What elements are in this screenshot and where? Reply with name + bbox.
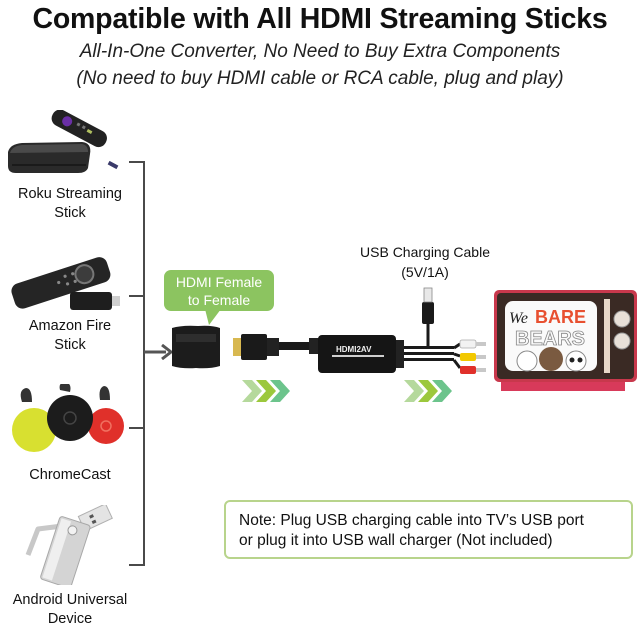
device-chromecast: ChromeCast xyxy=(0,384,140,484)
device-android-universal: Android Universal Device xyxy=(0,505,140,625)
bracket-tick-android xyxy=(129,564,144,566)
page-title: Compatible with All HDMI Streaming Stick… xyxy=(32,3,608,35)
subtitle-line-2: (No need to buy HDMI cable or RCA cable,… xyxy=(76,68,564,89)
note-line-2: or plug it into USB wall charger (Not in… xyxy=(239,532,553,549)
device-roku: Roku Streaming Stick xyxy=(0,110,140,225)
callout-line-2: to Female xyxy=(187,292,251,308)
svg-text:HDMI2AV: HDMI2AV xyxy=(336,345,372,354)
bracket-vertical-line xyxy=(143,161,145,566)
retro-tv-icon: We BARE BEARS xyxy=(494,290,637,391)
roku-streaming-stick-icon xyxy=(8,110,119,173)
subtitle-line-1: All-In-One Converter, No Need to Buy Ext… xyxy=(79,41,561,62)
hdmi-coupler-icon xyxy=(172,325,220,369)
device-label-fire-2: Stick xyxy=(54,337,86,353)
chevron-arrows-icon-2 xyxy=(404,380,452,402)
usb-flash-drive-icon xyxy=(25,505,113,585)
device-label-android-2: Device xyxy=(47,611,93,625)
note-line-1: Note: Plug USB charging cable into TV’s … xyxy=(239,512,584,529)
callout-tail xyxy=(205,309,221,325)
note-box: Note: Plug USB charging cable into TV’s … xyxy=(224,500,633,559)
usb-cable-label: USB Charging Cable (5V/1A) xyxy=(340,242,510,282)
amazon-fire-stick-icon xyxy=(11,257,120,310)
device-label-android-1: Android Universal xyxy=(12,592,128,608)
hdmi-female-callout: HDMI Female to Female xyxy=(164,270,274,311)
callout-line-1: HDMI Female xyxy=(175,274,263,290)
hdmi-to-av-cable-illustration: HDMI2AV xyxy=(172,287,486,374)
device-label-chromecast: ChromeCast xyxy=(29,467,111,483)
device-label-roku-2: Stick xyxy=(54,205,86,221)
usb-cable-label-1: USB Charging Cable xyxy=(360,244,490,260)
chromecast-icon xyxy=(12,384,124,452)
bracket-tick-chromecast xyxy=(129,427,144,429)
svg-text:BARE: BARE xyxy=(535,307,586,327)
rca-plugs-icon xyxy=(452,339,486,374)
hdmi2av-converter-icon: HDMI2AV xyxy=(318,335,404,373)
device-label-roku-1: Roku Streaming xyxy=(18,186,122,202)
arrow-right-icon xyxy=(144,344,174,360)
chevron-arrows-icon xyxy=(242,380,290,402)
device-label-fire-1: Amazon Fire xyxy=(28,318,112,334)
bracket-tick-fire xyxy=(129,295,144,297)
bracket-tick-roku xyxy=(129,161,144,163)
svg-text:BEARS: BEARS xyxy=(515,328,585,350)
usb-cable-label-2: (5V/1A) xyxy=(401,264,449,280)
svg-text:We: We xyxy=(509,310,528,327)
device-fire-stick: Amazon Fire Stick xyxy=(0,248,140,358)
